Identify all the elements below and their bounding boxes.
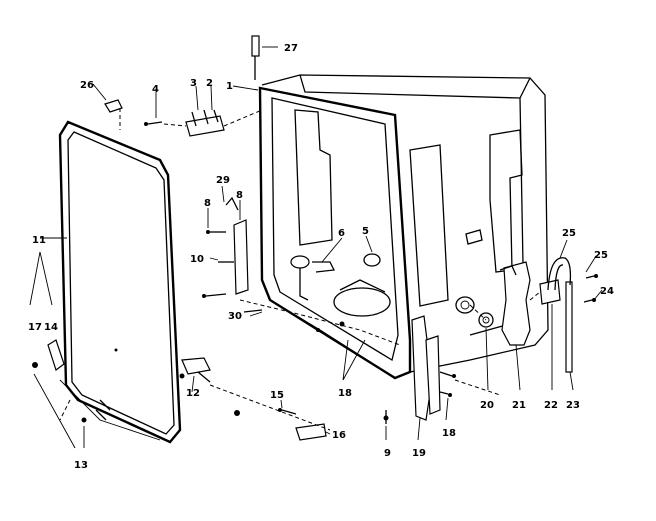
callout-6: 6 [338, 228, 345, 239]
callout-20: 20 [480, 400, 494, 411]
callout-22: 22 [544, 400, 558, 411]
callout-14: 14 [44, 322, 58, 333]
callout-13: 13 [74, 460, 88, 471]
callout-18a: 18 [338, 388, 352, 399]
callout-labels: 27 26 4 3 2 1 29 8 8 10 11 17 14 13 5 6 … [28, 43, 614, 471]
callout-12: 12 [186, 388, 200, 399]
callout-24: 24 [600, 286, 614, 297]
callout-25a: 25 [562, 228, 576, 239]
callout-4: 4 [152, 84, 159, 95]
callout-21: 21 [512, 400, 526, 411]
callout-8b: 8 [204, 198, 211, 209]
leader-lines [29, 46, 603, 449]
hardware-parts [32, 35, 598, 441]
callout-5: 5 [362, 226, 369, 237]
callout-19: 19 [412, 448, 426, 459]
callout-11: 11 [32, 235, 46, 246]
callout-23: 23 [566, 400, 580, 411]
callout-8a: 8 [236, 190, 243, 201]
callout-30: 30 [228, 311, 242, 322]
callout-2: 2 [206, 78, 213, 89]
callout-3: 3 [190, 78, 197, 89]
callout-29: 29 [216, 175, 230, 186]
callout-16: 16 [332, 430, 346, 441]
callout-15: 15 [270, 390, 284, 401]
tub-assembly [258, 74, 549, 380]
callout-10: 10 [190, 254, 204, 265]
callout-26: 26 [80, 80, 94, 91]
door-gasket-frame [58, 120, 182, 444]
callout-27: 27 [284, 43, 298, 54]
callout-9: 9 [384, 448, 391, 459]
callout-18b: 18 [442, 428, 456, 439]
callout-25b: 25 [594, 250, 608, 261]
callout-17: 17 [28, 322, 42, 333]
callout-1: 1 [226, 81, 233, 92]
